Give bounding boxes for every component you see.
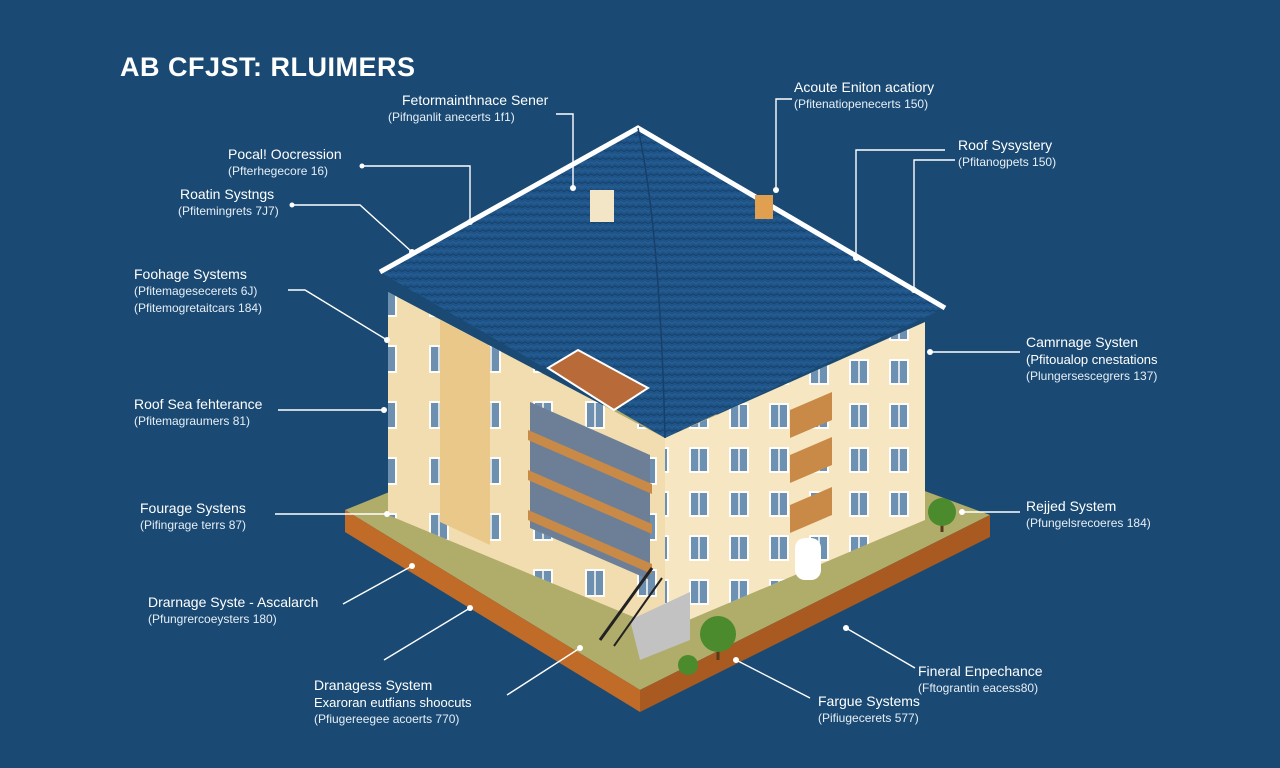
label-dranages-sub: Exaroran eutfians shoocuts [314, 695, 472, 710]
balconies [528, 392, 832, 580]
label-drainsyst: Drarnage Syste - Ascalarch (Pfungrercoey… [148, 594, 318, 628]
leader-dranages-b [506, 647, 581, 696]
label-fourage-title: Fourage Systens [140, 500, 246, 516]
label-fineral-sub: (Fftograntin eacess80) [918, 681, 1039, 695]
leader-lines [275, 98, 1020, 699]
label-fourage: Fourage Systens (Pifingrage terrs 87) [140, 500, 246, 534]
label-retromaint: Fetormainthnace Sener (Pifnganlit anecer… [388, 92, 548, 126]
label-camnage-title: Camrnage Systen [1026, 334, 1139, 350]
label-camnage: Camrnage Systen (Pfitoualop cnestations … [1026, 334, 1158, 385]
label-dranages: Dranagess System Exaroran eutfians shooc… [314, 677, 472, 728]
label-retromaint-title: Fetormainthnace Sener [402, 92, 549, 108]
label-camnage-sub: (Pfitoualop cnestations [1026, 352, 1158, 367]
label-fineral-title: Fineral Enpechance [918, 663, 1043, 679]
roof [378, 125, 947, 439]
leader-roatin [292, 204, 413, 253]
label-dranages-title: Dranagess System [314, 677, 433, 693]
entrance-stairs [598, 567, 690, 660]
label-rejed-title: Rejjed System [1026, 498, 1117, 514]
leader-roofsys [855, 149, 945, 258]
label-roofsea-sub: (Pfitemagraumers 81) [134, 414, 251, 428]
label-rejed-sub: (Pfungelsrecoeres 184) [1026, 516, 1151, 530]
label-rejed: Rejjed System (Pfungelsrecoeres 184) [1026, 498, 1151, 532]
label-roofsys-sub: (Pfitanogpets 150) [958, 155, 1057, 169]
leader-fineral [845, 627, 916, 669]
trees [678, 498, 956, 675]
label-drainsyst-sub: (Pfungrercoeysters 180) [148, 612, 277, 626]
label-dranages-sub2: (Pfiugereegee acoerts 770) [314, 712, 460, 726]
label-fargue: Fargue Systems (Pifiugecerets 577) [818, 693, 920, 727]
leader-retromaint [556, 113, 574, 188]
label-foohage-sub2: (Pfitemogretaitcars 184) [134, 301, 263, 315]
label-acoute-title: Acoute Eniton acatiory [794, 79, 935, 95]
label-roofsea-title: Roof Sea fehterance [134, 396, 263, 412]
label-pocal-title: Pocal! Oocression [228, 146, 342, 162]
label-acoute: Acoute Eniton acatiory (Pfitenatiopenece… [794, 79, 934, 113]
label-camnage-sub2: (Plungersescegrers 137) [1026, 369, 1158, 383]
label-roofsea: Roof Sea fehterance (Pfitemagraumers 81) [134, 396, 262, 430]
leader-acoute [775, 98, 792, 190]
label-fargue-sub: (Pifiugecerets 577) [818, 711, 919, 725]
leader-pocal [362, 165, 471, 222]
leader-dranages-a [383, 607, 471, 661]
label-roofsys: Roof Sysystery (Pfitanogpets 150) [958, 137, 1056, 171]
label-roofsys-title: Roof Sysystery [958, 137, 1053, 153]
chimney-left [590, 190, 614, 222]
entrance-door [795, 538, 821, 580]
leader-fargue [735, 659, 811, 699]
leader-dots [289, 163, 965, 663]
leader-drainsyst [342, 565, 413, 605]
label-foohage: Foohage Systems (Pfitemagesecerets 6J) (… [134, 266, 262, 317]
chimney-right [755, 195, 773, 219]
diagram-title: AB CFJST: RLUIMERS [120, 52, 416, 82]
label-retromaint-sub: (Pifnganlit anecerts 1f1) [388, 110, 515, 124]
leader-foohage [288, 289, 388, 341]
label-pocal: Pocal! Oocression (Pfterhegecore 16) [228, 146, 342, 180]
label-roatin-sub: (Pfitemingrets 7J7) [178, 204, 279, 218]
label-fineral: Fineral Enpechance (Fftograntin eacess80… [918, 663, 1043, 697]
label-fourage-sub: (Pifingrage terrs 87) [140, 518, 247, 532]
label-foohage-sub: (Pfitemagesecerets 6J) [134, 284, 258, 298]
label-roatin-title: Roatin Systngs [180, 186, 275, 202]
label-drainsyst-title: Drarnage Syste - Ascalarch [148, 594, 319, 610]
label-foohage-title: Foohage Systems [134, 266, 247, 282]
label-roatin: Roatin Systngs (Pfitemingrets 7J7) [178, 186, 279, 220]
label-pocal-sub: (Pfterhegecore 16) [228, 164, 329, 178]
label-acoute-sub: (Pfitenatiopenecerts 150) [794, 97, 929, 111]
label-fargue-title: Fargue Systems [818, 693, 920, 709]
leader-roofsys2 [913, 159, 955, 290]
